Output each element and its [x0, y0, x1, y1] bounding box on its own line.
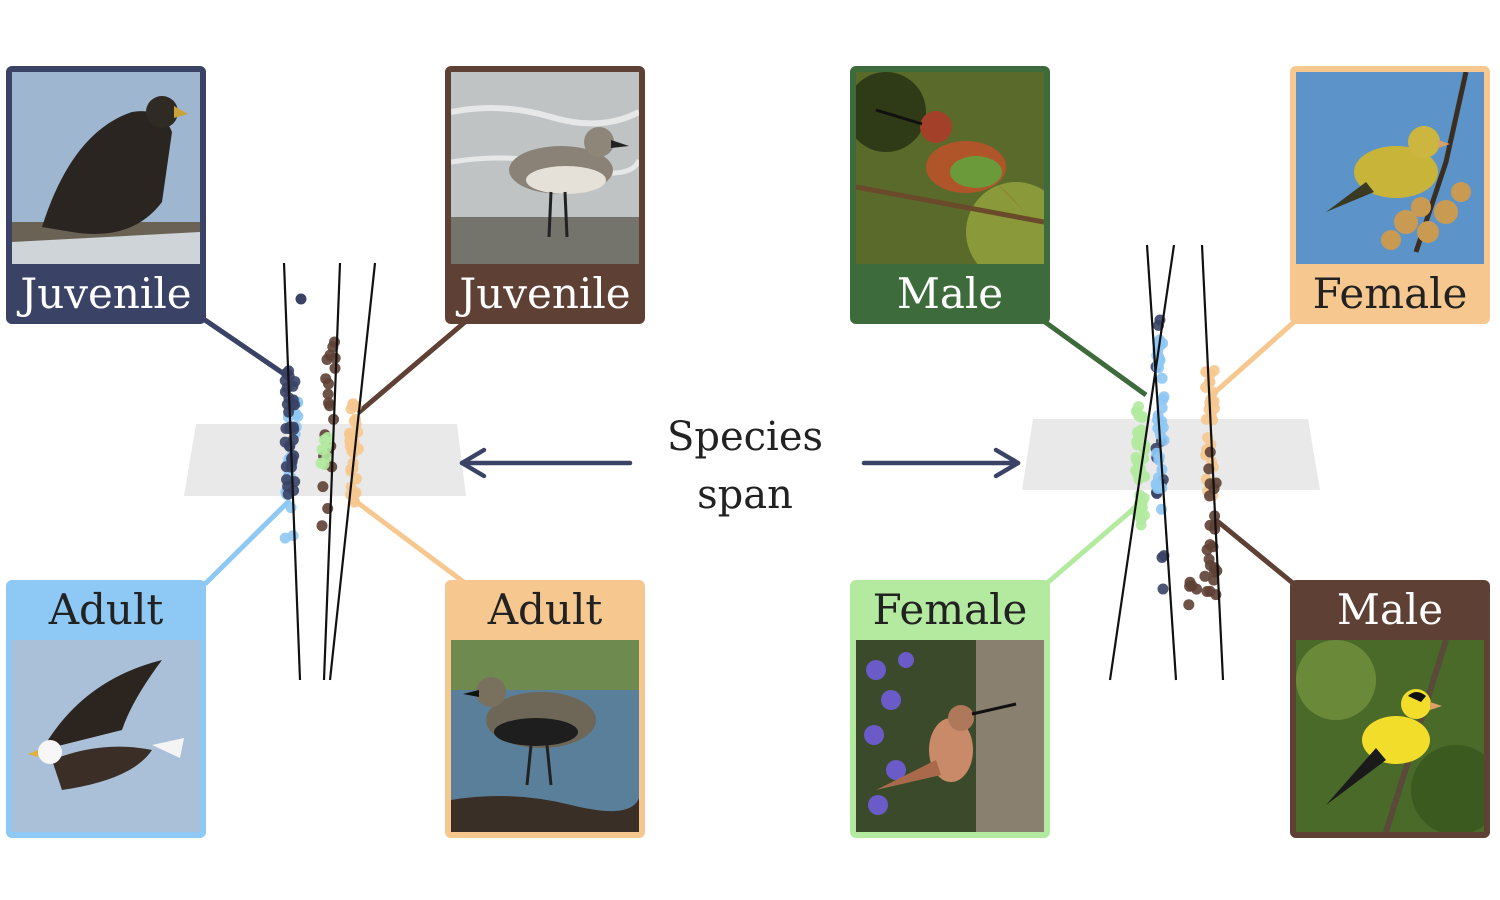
left-embedding-points: [279, 293, 364, 544]
eagle-juvenile-point: [283, 406, 295, 418]
eagle-juvenile-point: [281, 474, 292, 486]
finch-male-point: [1201, 586, 1213, 597]
card-finch-female-label: Female: [1312, 269, 1468, 318]
finch-male-point: [1203, 463, 1215, 475]
right-species-plane: [1022, 419, 1320, 490]
adult-plover-photo: [451, 640, 639, 832]
finch-female-blue-point: [1156, 372, 1168, 384]
right-direction-line-1: [1145, 244, 1178, 681]
eagle-adult-point: [279, 532, 291, 544]
hummer-male-point: [1156, 552, 1168, 563]
card-hummer-male: Male: [850, 66, 1050, 324]
card-finch-female: Female: [1290, 66, 1490, 324]
hummer-male-point: [1157, 583, 1169, 595]
card-hummer-female-label: Female: [872, 585, 1028, 634]
finch-male-lower-point: [1183, 599, 1195, 611]
right-direction-line-2: [1108, 244, 1176, 681]
card-hummer-male-label: Male: [896, 269, 1004, 318]
hummer-female-point: [1134, 426, 1146, 438]
finch-female-point: [1200, 413, 1212, 425]
card-plover-adult-label: Adult: [487, 585, 603, 634]
male-goldfinch-photo: [1296, 640, 1484, 832]
card-eagle-adult: Adult: [6, 580, 206, 838]
eagle-juvenile-point: [287, 380, 299, 392]
juvenile-bald-eagle-photo: [12, 72, 200, 264]
plover-adult-point: [320, 442, 332, 454]
hummer-female-point: [1135, 500, 1147, 512]
left-arrow: [459, 447, 633, 479]
finch-female-blue-point: [1157, 393, 1169, 405]
right-arrow: [861, 447, 1021, 479]
card-plover-adult: Adult: [445, 580, 645, 838]
plover-adult-b-point: [351, 473, 362, 485]
eagle-juvenile-point: [288, 450, 300, 462]
connector-hummer-female: [1044, 503, 1140, 586]
finch-female-blue-point: [1153, 451, 1165, 463]
female-goldfinch-photo: [1296, 72, 1484, 264]
plover-juvenile-point: [323, 378, 334, 390]
eagle-adult-point: [285, 502, 297, 514]
eagle-juvenile-point: [287, 434, 299, 446]
eagle-juvenile-point: [287, 394, 299, 406]
finch-female-blue-point: [1150, 480, 1162, 491]
connector-eagle-adult: [203, 498, 292, 586]
finch-male-point: [1204, 519, 1216, 531]
plover-juvenile-point: [323, 397, 334, 409]
finch-male-lower-point: [1199, 570, 1211, 582]
juvenile-plover-photo: [451, 72, 639, 264]
finch-male-point: [1208, 574, 1220, 586]
connector-hummer-male: [1043, 319, 1148, 398]
connector-eagle-juvenile: [203, 317, 292, 381]
plover-adult-point: [321, 451, 333, 463]
card-plover-juvenile: Juvenile: [445, 66, 645, 324]
species-span-line2: span: [697, 472, 793, 518]
finch-female-point: [1205, 368, 1217, 380]
left-direction-line-3: [328, 262, 377, 681]
left-direction-line-1: [282, 262, 302, 681]
species-span-label: Species span: [640, 408, 850, 524]
finch-male-lower-point: [1184, 576, 1196, 588]
card-finch-male: Male: [1290, 580, 1490, 838]
card-eagle-juvenile-label: Juvenile: [20, 269, 192, 318]
card-finch-male-label: Male: [1336, 585, 1444, 634]
plover-adult-b-point: [344, 435, 356, 447]
connector-finch-male: [1214, 518, 1296, 586]
plover-juvenile-point: [322, 388, 334, 400]
plover-juvenile-point: [329, 352, 341, 364]
hummer-female-point: [1133, 401, 1144, 413]
plover-juvenile-point: [321, 354, 333, 365]
adult-bald-eagle-photo: [12, 640, 200, 832]
finch-male-point: [1203, 553, 1215, 565]
card-eagle-juvenile: Juvenile: [6, 66, 206, 324]
card-eagle-adult-label: Adult: [48, 585, 164, 634]
card-plover-juvenile-label: Juvenile: [459, 269, 631, 318]
plover-juvenile-point: [316, 520, 328, 532]
connector-plover-adult: [352, 497, 467, 586]
eagle-juvenile-outlier-point: [295, 293, 307, 305]
finch-female-point: [1204, 376, 1216, 388]
hummer-female-point: [1135, 519, 1147, 531]
left-direction-line-2: [322, 262, 342, 681]
species-span-line1: Species: [666, 414, 824, 460]
connector-finch-female: [1210, 320, 1296, 397]
plover-juvenile-point: [317, 481, 329, 493]
finch-male-point: [1204, 446, 1216, 458]
male-hummingbird-photo: [856, 72, 1044, 264]
card-hummer-female: Female: [850, 580, 1050, 838]
plover-juvenile-point: [327, 341, 339, 353]
female-hummingbird-photo: [856, 640, 1044, 832]
right-direction-line-3: [1200, 244, 1225, 681]
connector-plover-juvenile: [356, 320, 467, 415]
